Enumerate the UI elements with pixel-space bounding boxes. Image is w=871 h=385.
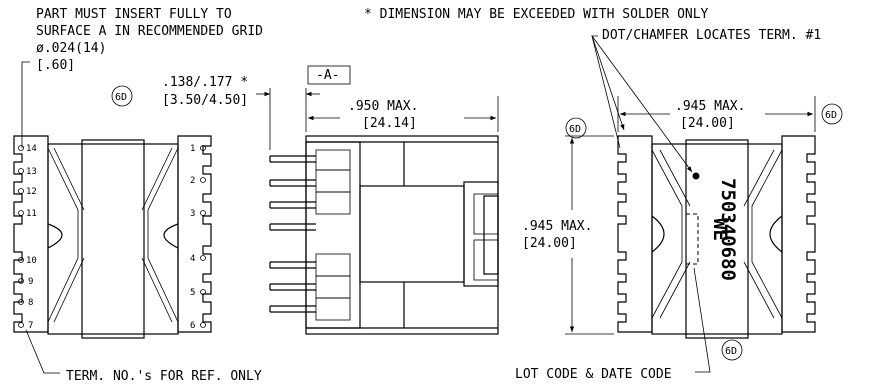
top-height-dim-mm: [24.00] [522,236,577,251]
callout-6d: 6D [721,339,743,361]
note-hole-diameter-mm: [.60] [36,58,75,73]
side-width-dim-mm: [24.14] [362,116,417,131]
side-view [256,88,499,335]
term-ref-leader [25,329,60,374]
pin-label: 10 [26,256,37,266]
note-lot-code: LOT CODE & DATE CODE [515,367,672,382]
part-number: 750340680 [717,178,739,281]
standoff-dim-in: .138/.177 * [162,75,248,90]
pin-label: 12 [26,187,37,197]
pin-label: 2 [190,176,195,186]
note-dot-chamfer: DOT/CHAMFER LOCATES TERM. #1 [602,28,821,43]
datum-a: -A- [307,65,351,85]
pin-label: 11 [26,209,37,219]
top-width-dim-mm: [24.00] [680,116,735,131]
pin-label: 9 [28,277,33,287]
note-term-ref: TERM. NO.'s FOR REF. ONLY [66,369,262,384]
left-pin-labels: 14 13 12 11 10 9 8 7 [18,144,37,331]
note-insert-line2: SURFACE A IN RECOMMENDED GRID [36,24,263,39]
pin-label: 3 [190,209,195,219]
note-insert-line1: PART MUST INSERT FULLY TO [36,7,232,22]
pin-label: 8 [28,298,33,308]
note-solder: * DIMENSION MAY BE EXCEEDED WITH SOLDER … [364,7,709,22]
hole-note-leader [21,61,30,148]
callout-6d-label: 6D [725,346,737,357]
pin-label: 14 [26,144,37,154]
callout-6d: 6D [821,103,843,125]
top-view: WE 750340680 [565,35,816,373]
term1-dot [692,172,700,180]
pin-label: 13 [26,167,37,177]
callout-6d-label: 6D [115,92,127,103]
pin-label: 7 [28,321,33,331]
callout-6d: 6D [565,117,587,139]
logo-text: WE [709,218,731,241]
lot-code-box [685,213,699,265]
we-logo: WE [709,218,731,241]
note-hole-diameter: ø.024(14) [36,41,106,56]
datum-a-label: -A- [316,68,339,83]
pin-label: 5 [190,288,195,298]
right-pin-labels: 1 2 3 4 5 6 [190,144,206,331]
callout-6d-label: 6D [825,110,837,121]
callout-6d: 6D [111,85,133,107]
side-width-dim-in: .950 MAX. [348,99,418,114]
top-height-dim-in: .945 MAX. [522,219,592,234]
callout-6d-label: 6D [569,124,581,135]
pin-label: 6 [190,321,195,331]
pin-label: 4 [190,254,195,264]
standoff-dim-mm: [3.50/4.50] [162,93,248,108]
top-width-dim-in: .945 MAX. [675,99,745,114]
pin-view: 14 13 12 11 10 9 8 7 1 2 3 4 5 6 [13,135,212,339]
pin-label: 1 [190,144,195,154]
side-pins [269,155,316,313]
